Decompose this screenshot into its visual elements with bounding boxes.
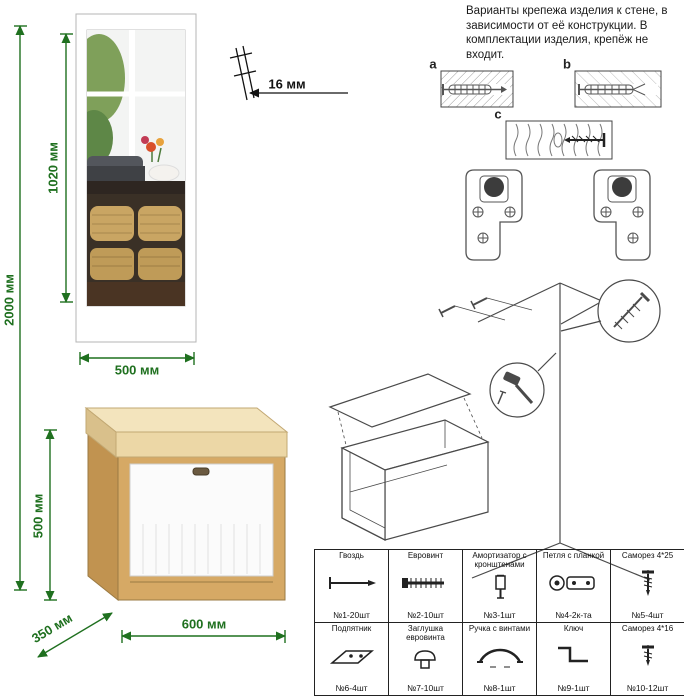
- option-label-b: b: [563, 56, 571, 72]
- option-label-c: c: [494, 106, 502, 122]
- part-name: Амортизатор с кронштенами: [472, 551, 527, 569]
- part-count: №1-20шт: [333, 609, 370, 620]
- part-count: №4-2к-та: [555, 609, 592, 620]
- part-cell-foot-pad: Подпятник №6-4шт: [314, 622, 389, 696]
- thickness-detail: [229, 45, 348, 101]
- dim-bench-width-label: 600 мм: [181, 616, 227, 632]
- part-count: №9-1шт: [557, 682, 590, 693]
- part-cell-screw-4x16: Саморез 4*16 №10-12шт: [610, 622, 684, 696]
- foot-pad-icon: [324, 643, 380, 674]
- part-name: Подпятник: [331, 624, 372, 633]
- mirror-illustration: [75, 13, 197, 343]
- bench-handle: [192, 467, 210, 476]
- part-count: №6-4шт: [335, 682, 368, 693]
- part-cell-screw-4x25: Саморез 4*25 №5-4шт: [610, 549, 684, 623]
- cabinet-carcass: [340, 419, 490, 541]
- back-panel: [328, 373, 472, 428]
- part-name: Саморез 4*16: [621, 624, 674, 633]
- part-name: Ручка с винтами: [468, 624, 531, 633]
- wall-bracket-left: [465, 169, 523, 261]
- parts-row-2: Подпятник №6-4шт Заглушка евровинта №7-1…: [314, 622, 684, 696]
- part-count: №5-4шт: [631, 609, 664, 620]
- part-name: Гвоздь: [339, 551, 364, 560]
- part-cell-euro-screw: Евровинт №2-10шт: [388, 549, 463, 623]
- cap-icon: [398, 647, 454, 678]
- dimension-lines: [14, 25, 286, 658]
- dim-mirror-height-label: 1020 мм: [45, 142, 61, 194]
- part-cell-key: Ключ №9-1шт: [536, 622, 611, 696]
- euro-screw-icon: [398, 570, 454, 601]
- dim-bench-height-label: 500 мм: [30, 493, 46, 539]
- hinge-icon: [546, 570, 602, 601]
- hex-key-icon: [546, 643, 602, 674]
- wood-screw-diagram-c: [505, 120, 613, 160]
- part-name: Заглушка евровинта: [406, 624, 445, 642]
- part-cell-nail: Гвоздь №1-20шт: [314, 549, 389, 623]
- anchor-diagram-a: [440, 70, 514, 108]
- dim-mirror-width-label: 500 мм: [114, 362, 160, 378]
- part-count: №7-10шт: [407, 683, 444, 693]
- screw-callout: [560, 279, 661, 343]
- part-cell-gas-lift: Амортизатор с кронштенами №3-1шт: [462, 549, 537, 623]
- part-count: №8-1шт: [483, 682, 516, 693]
- dim-thickness-label: 16 мм: [268, 76, 306, 92]
- parts-table: Гвоздь №1-20шт Евровинт №2-10шт Амортиза…: [314, 549, 684, 696]
- part-count: №3-1шт: [483, 610, 516, 620]
- wall-bracket-right: [593, 169, 651, 261]
- part-name: Саморез 4*25: [621, 551, 674, 560]
- part-name: Евровинт: [407, 551, 444, 560]
- part-cell-cap: Заглушка евровинта №7-10шт: [388, 622, 463, 696]
- handle-icon: [472, 643, 528, 674]
- bench-illustration: [84, 406, 289, 602]
- nail-icon: [324, 570, 380, 601]
- anchor-diagram-b: [574, 70, 662, 108]
- part-count: №2-10шт: [407, 609, 444, 620]
- assembly-diagram: [328, 279, 661, 581]
- loose-screws: [440, 297, 488, 314]
- part-cell-hinge: Петля с планкой №4-2к-та: [536, 549, 611, 623]
- dim-total-height-label: 2000 мм: [1, 274, 17, 326]
- parts-row-1: Гвоздь №1-20шт Евровинт №2-10шт Амортиза…: [314, 549, 684, 623]
- hammer-callout: [489, 352, 557, 418]
- gas-lift-icon: [472, 574, 528, 605]
- part-name: Петля с планкой: [542, 551, 605, 560]
- part-cell-handle: Ручка с винтами №8-1шт: [462, 622, 537, 696]
- part-name: Ключ: [563, 624, 584, 633]
- mounting-note: Варианты крепежа изделия к стене, в зави…: [466, 5, 668, 62]
- screw-icon: [620, 642, 676, 675]
- screw-icon: [620, 569, 676, 602]
- option-label-a: a: [429, 56, 437, 72]
- part-count: №10-12шт: [626, 682, 669, 693]
